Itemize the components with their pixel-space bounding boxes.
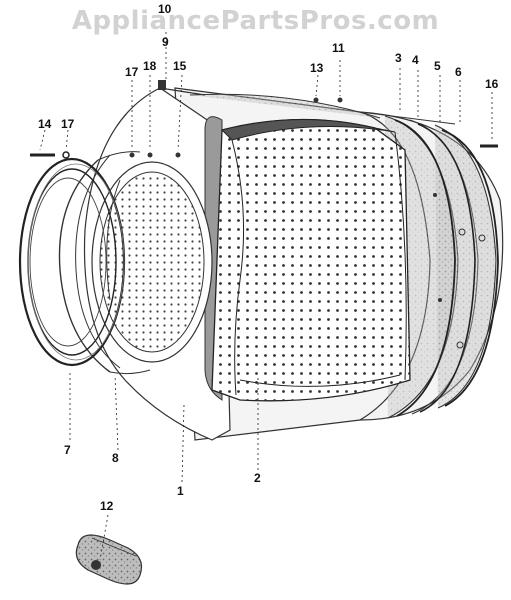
screw-15	[175, 152, 181, 158]
callout-labels: 10 9 17 18 15 14 17 11 13 3 4 5 6 16 7 8…	[38, 2, 499, 513]
callout-17-top: 17	[125, 65, 139, 79]
callout-13: 13	[310, 61, 324, 75]
screw-18	[147, 152, 153, 158]
watermark: AppliancePartsPros.com	[71, 6, 440, 36]
screw-13	[313, 97, 319, 103]
callout-7: 7	[64, 443, 71, 457]
leader-lines	[39, 32, 493, 561]
callout-11: 11	[332, 41, 345, 55]
callout-8: 8	[112, 451, 119, 465]
callout-1: 1	[177, 484, 184, 498]
part-12-plug	[75, 534, 143, 585]
inner-drum	[204, 116, 411, 402]
callout-9: 9	[162, 35, 169, 49]
callout-17-left: 17	[61, 117, 75, 131]
callout-5: 5	[434, 59, 441, 73]
washer-17-left	[62, 151, 70, 159]
rear-rings	[394, 119, 499, 417]
callout-14: 14	[38, 117, 52, 131]
callout-10: 10	[158, 2, 172, 16]
drum-front-opening	[91, 161, 213, 363]
screw-11	[337, 97, 343, 103]
screw-17	[129, 152, 135, 158]
front-ring	[18, 157, 126, 367]
callout-6: 6	[455, 65, 462, 79]
door-seal-bellows	[58, 151, 151, 375]
callout-2: 2	[254, 471, 261, 485]
callout-16: 16	[485, 77, 499, 91]
callout-3: 3	[395, 51, 402, 65]
callout-4: 4	[412, 53, 419, 67]
callout-18: 18	[143, 59, 157, 73]
fasteners	[30, 97, 498, 159]
callout-12: 12	[100, 499, 114, 513]
vent-fitting	[158, 80, 166, 90]
callout-15: 15	[173, 59, 187, 73]
